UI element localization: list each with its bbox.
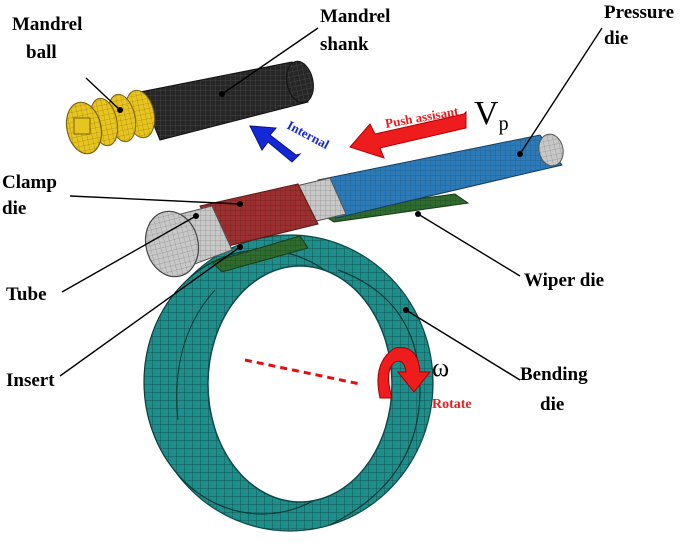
tube-assembly — [144, 133, 564, 278]
bending-die — [143, 234, 434, 532]
label-clamp-die-2: die — [2, 198, 26, 219]
label-mandrel-ball-2: ball — [26, 42, 57, 63]
label-bending-die-2: die — [540, 394, 564, 415]
label-pressure-die-2: die — [604, 28, 628, 49]
label-tube: Tube — [6, 284, 47, 305]
internal-arrow — [249, 125, 302, 163]
insert — [211, 235, 309, 273]
omega-symbol: ω — [432, 353, 449, 382]
leader-lines — [59, 27, 603, 381]
rotate-label: Rotate — [432, 397, 472, 412]
label-wiper-die: Wiper die — [524, 270, 604, 291]
radius-line — [244, 358, 361, 386]
push-assistant-arrow — [349, 110, 467, 159]
vp-symbol: Vp — [474, 95, 509, 135]
label-mandrel-shank-2: shank — [320, 34, 369, 55]
mandrel-ball — [65, 89, 156, 155]
label-pressure-die-1: Pressure — [604, 2, 674, 23]
label-clamp-die-1: Clamp — [2, 172, 57, 193]
label-mandrel-ball-1: Mandrel — [12, 14, 82, 35]
mandrel-shank — [139, 61, 309, 141]
label-bending-die-1: Bending — [520, 364, 588, 385]
label-insert: Insert — [6, 370, 55, 391]
internal-label: Internal — [285, 117, 333, 152]
mandrel — [65, 60, 314, 155]
label-mandrel-shank-1: Mandrel — [320, 6, 390, 27]
rotation-arrow — [377, 347, 432, 399]
